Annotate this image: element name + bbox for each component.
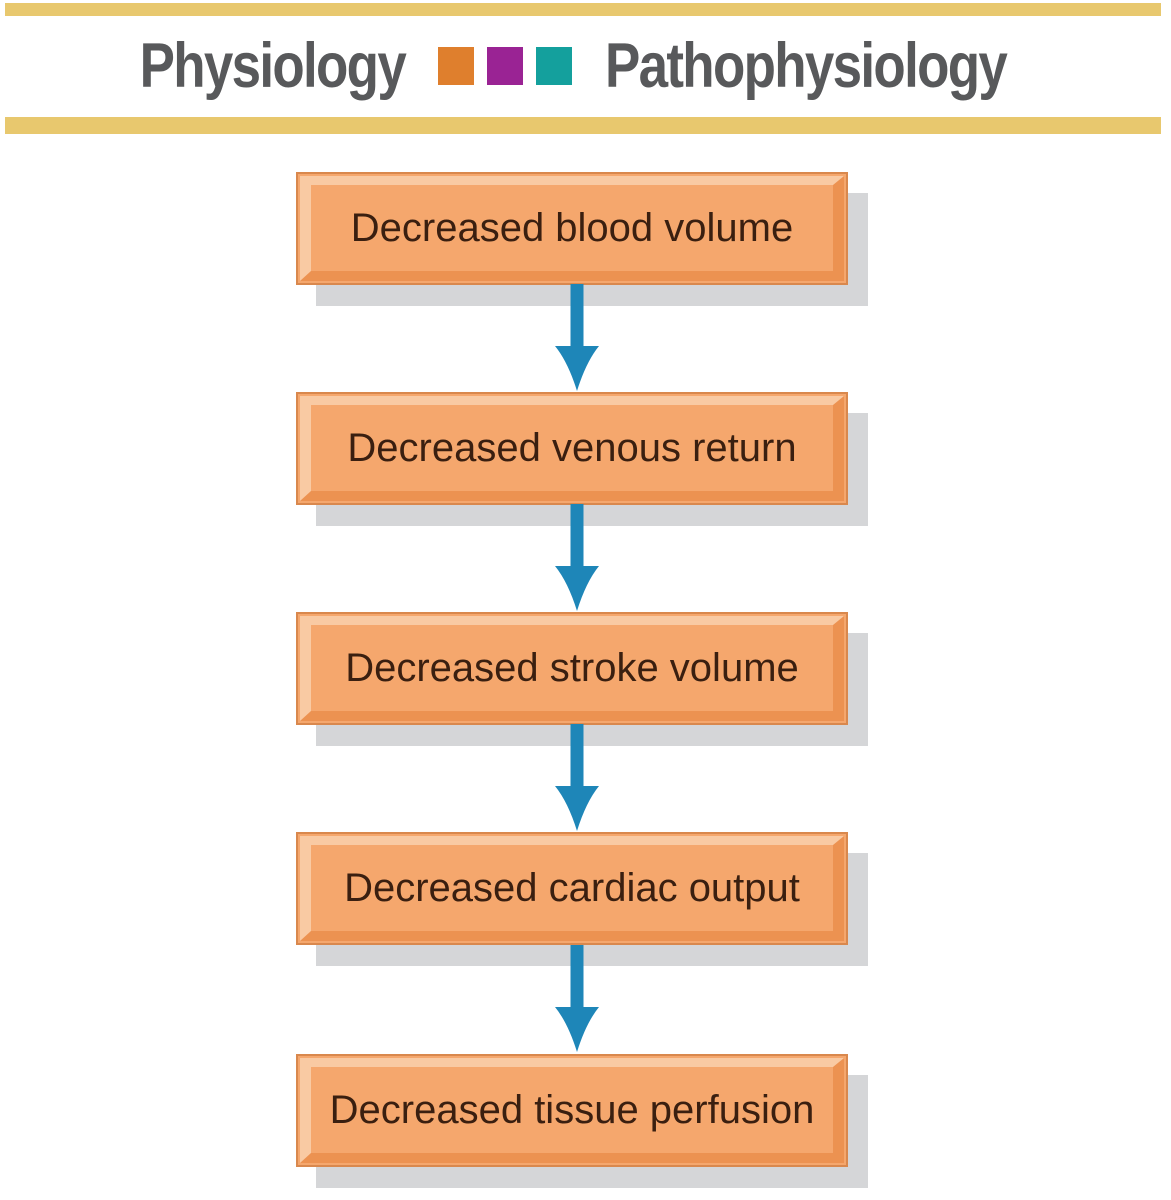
orange-square-icon <box>437 47 474 85</box>
box-frame: Decreased stroke volume <box>296 612 848 725</box>
flow-step-label: Decreased blood volume <box>350 205 794 250</box>
teal-square-icon <box>535 47 572 85</box>
title-divider-squares <box>437 47 572 85</box>
box-bevel: Decreased blood volume <box>300 176 844 281</box>
purple-square-icon <box>486 47 523 85</box>
flow-step-box-1: Decreased blood volume <box>296 172 868 306</box>
flow-step-box-2: Decreased venous return <box>296 392 868 526</box>
down-arrow-icon <box>553 504 601 612</box>
box-frame: Decreased blood volume <box>296 172 848 285</box>
down-arrow-icon <box>553 945 601 1053</box>
title-physiology: Physiology <box>139 31 406 101</box>
flow-step-label: Decreased tissue perfusion <box>329 1087 815 1132</box>
box-bevel: Decreased cardiac output <box>300 836 844 941</box>
flow-step-box-5: Decreased tissue perfusion <box>296 1054 868 1188</box>
box-bevel: Decreased tissue perfusion <box>300 1058 844 1163</box>
down-arrow-icon <box>553 724 601 832</box>
box-frame: Decreased tissue perfusion <box>296 1054 848 1167</box>
flow-step-label: Decreased venous return <box>347 425 797 470</box>
flow-step-label: Decreased cardiac output <box>344 865 800 910</box>
header-top-gold-bar <box>5 3 1161 16</box>
flow-step-label: Decreased stroke volume <box>345 645 799 690</box>
flow-step-box-3: Decreased stroke volume <box>296 612 868 746</box>
box-bevel: Decreased stroke volume <box>300 616 844 721</box>
down-arrow-icon <box>553 284 601 392</box>
box-frame: Decreased cardiac output <box>296 832 848 945</box>
header-bottom-gold-bar <box>5 117 1161 134</box>
box-bevel: Decreased venous return <box>300 396 844 501</box>
box-frame: Decreased venous return <box>296 392 848 505</box>
flow-step-box-4: Decreased cardiac output <box>296 832 868 966</box>
title-pathophysiology: Pathophysiology <box>604 31 1008 101</box>
diagram-title: Physiology Pathophysiology <box>0 28 1171 104</box>
